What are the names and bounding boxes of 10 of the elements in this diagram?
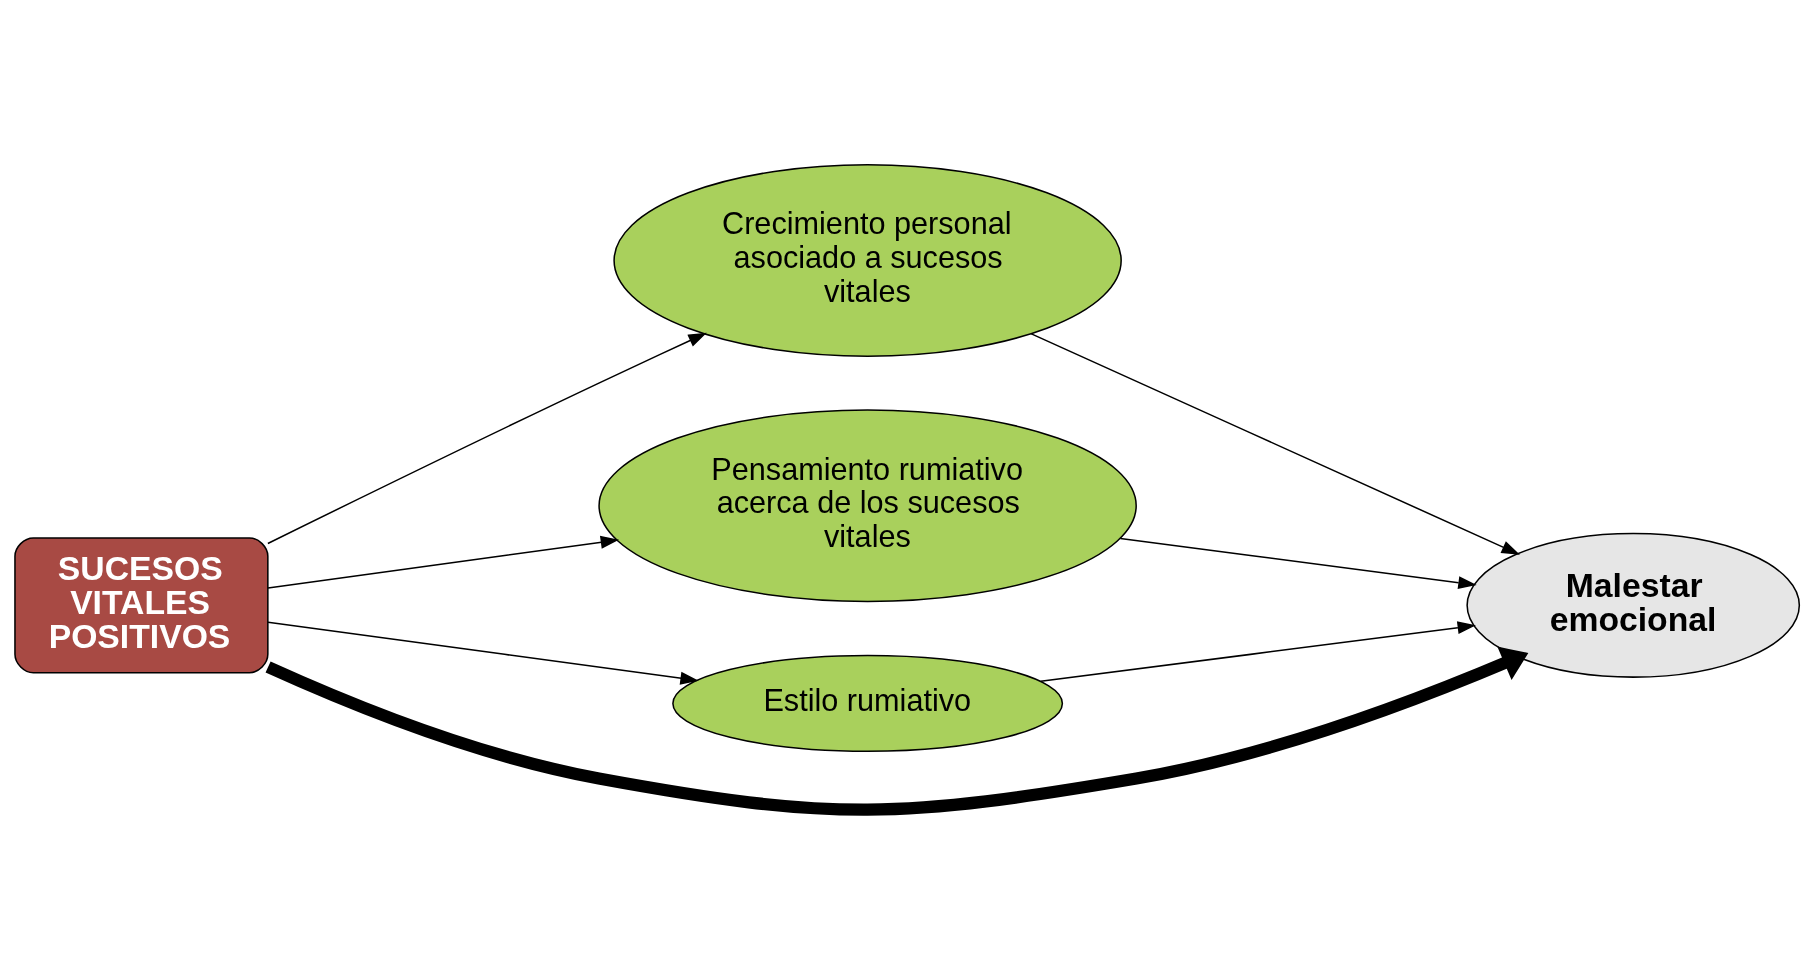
arrow bbox=[265, 645, 1529, 816]
arrow bbox=[267, 621, 699, 685]
node-ellipse: Estilo rumiativo bbox=[672, 654, 1064, 752]
arrow bbox=[1030, 332, 1520, 555]
node-box: SUCESOS VITALES POSITIVOS bbox=[14, 536, 269, 674]
arrow bbox=[1040, 620, 1476, 682]
arrow bbox=[1119, 537, 1477, 589]
arrow bbox=[267, 332, 707, 544]
arrow bbox=[267, 535, 620, 589]
node-ellipse: Crecimiento personal asociado a sucesos vitales bbox=[613, 163, 1122, 357]
